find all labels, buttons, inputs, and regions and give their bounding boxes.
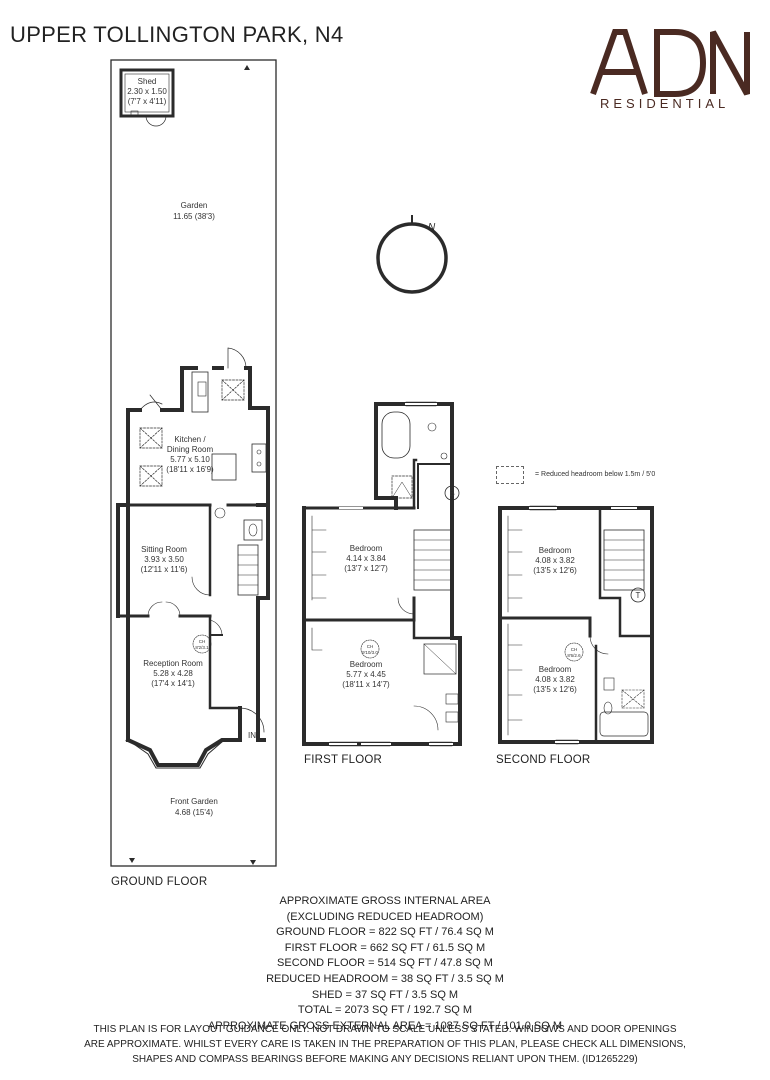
ch-first-label: CH bbox=[367, 644, 374, 649]
shed-name: Shed bbox=[138, 77, 157, 86]
kitchen-metric: 5.77 x 5.10 bbox=[170, 455, 210, 464]
page-title: UPPER TOLLINGTON PARK, N4 bbox=[10, 22, 344, 47]
ff-bedroom-1-name: Bedroom bbox=[350, 544, 383, 553]
ch-ground-label: CH bbox=[199, 639, 206, 644]
reduced-headroom-legend: = Reduced headroom below 1.5m / 5'0 bbox=[535, 471, 656, 478]
kitchen-imperial: (18'11 x 16'9) bbox=[166, 465, 214, 474]
ff-bedroom-1-imperial: (13'7 x 12'7) bbox=[344, 564, 388, 573]
shed-metric: 2.30 x 1.50 bbox=[127, 87, 167, 96]
ch-second-label: CH bbox=[571, 647, 578, 652]
ff-bedroom-1-metric: 4.14 x 3.84 bbox=[346, 554, 386, 563]
entrance-label: IN bbox=[248, 731, 256, 740]
sf-bedroom-1-metric: 4.08 x 3.82 bbox=[535, 556, 575, 565]
disclaimer-line: ARE APPROXIMATE. WHILST EVERY CARE IS TA… bbox=[84, 1039, 686, 1050]
sf-bedroom-2-name: Bedroom bbox=[539, 665, 572, 674]
shed-imperial: (7'7 x 4'11) bbox=[128, 97, 167, 106]
first-floor-label: FIRST FLOOR bbox=[304, 754, 383, 766]
front-garden-metric: 4.68 (15'4) bbox=[175, 808, 213, 817]
area-line: (EXCLUDING REDUCED HEADROOM) bbox=[286, 910, 484, 923]
kitchen-name-1: Kitchen / bbox=[174, 435, 206, 444]
area-line: SECOND FLOOR = 514 SQ FT / 47.8 SQ M bbox=[277, 957, 493, 970]
area-line: APPROXIMATE GROSS INTERNAL AREA bbox=[279, 895, 491, 907]
ch-first-value: 9'10/3.0 bbox=[362, 650, 378, 655]
sitting-room-metric: 3.93 x 3.50 bbox=[144, 555, 184, 564]
garden-name: Garden bbox=[181, 201, 208, 210]
sf-bedroom-2-imperial: (13'5 x 12'6) bbox=[533, 685, 577, 694]
adn-logo bbox=[590, 29, 750, 97]
reception-room-metric: 5.28 x 4.28 bbox=[153, 669, 193, 678]
second-floor-label: SECOND FLOOR bbox=[496, 754, 591, 766]
reduced-headroom-swatch bbox=[496, 466, 524, 484]
ff-bedroom-2-name: Bedroom bbox=[350, 660, 383, 669]
ch-second-value: 8'6/2.6 bbox=[567, 653, 581, 658]
area-line: REDUCED HEADROOM = 38 SQ FT / 3.5 SQ M bbox=[266, 972, 504, 985]
ff-bedroom-2-metric: 5.77 x 4.45 bbox=[346, 670, 386, 679]
area-line: GROUND FLOOR = 822 SQ FT / 76.4 SQ M bbox=[276, 926, 494, 939]
ground-floor-label: GROUND FLOOR bbox=[111, 876, 208, 888]
front-garden-name: Front Garden bbox=[170, 797, 218, 806]
reception-room-imperial: (17'4 x 14'1) bbox=[151, 679, 195, 688]
disclaimer: THIS PLAN IS FOR LAYOUT GUIDANCE ONLY. N… bbox=[0, 1022, 770, 1067]
area-summary: APPROXIMATE GROSS INTERNAL AREA (EXCLUDI… bbox=[0, 894, 770, 1034]
ch-ground-value: 8'2/3.1 bbox=[195, 645, 209, 650]
disclaimer-line: SHAPES AND COMPASS BEARINGS BEFORE MAKIN… bbox=[132, 1054, 638, 1065]
disclaimer-line: THIS PLAN IS FOR LAYOUT GUIDANCE ONLY. N… bbox=[93, 1024, 677, 1035]
garden-metric: 11.65 (38'3) bbox=[173, 212, 215, 221]
sf-bedroom-1-imperial: (13'5 x 12'6) bbox=[533, 566, 577, 575]
ff-bedroom-2-imperial: (18'11 x 14'7) bbox=[342, 680, 390, 689]
reception-room-name: Reception Room bbox=[143, 659, 203, 668]
kitchen-name-2: Dining Room bbox=[167, 445, 214, 454]
sitting-room-name: Sitting Room bbox=[141, 545, 187, 554]
logo-subtitle: RESIDENTIAL bbox=[600, 96, 730, 111]
compass-ring bbox=[376, 222, 448, 294]
area-line: FIRST FLOOR = 662 SQ FT / 61.5 SQ M bbox=[284, 941, 486, 954]
sf-bedroom-1-name: Bedroom bbox=[539, 546, 572, 555]
area-line: TOTAL = 2073 SQ FT / 192.7 SQ M bbox=[297, 1004, 473, 1017]
sitting-room-imperial: (12'11 x 11'6) bbox=[141, 565, 188, 574]
shed-outline bbox=[119, 68, 175, 118]
sf-bedroom-2-metric: 4.08 x 3.82 bbox=[535, 675, 575, 684]
area-line: APPROXIMATE GROSS EXTERNAL AREA = 1087 S… bbox=[207, 1019, 563, 1032]
area-line: SHED = 37 SQ FT / 3.5 SQ M bbox=[311, 988, 459, 1001]
tank-label: T bbox=[636, 591, 641, 600]
plot-boundary bbox=[110, 59, 277, 867]
compass-north-label: N bbox=[428, 222, 436, 233]
boiler-label: B bbox=[449, 489, 454, 498]
